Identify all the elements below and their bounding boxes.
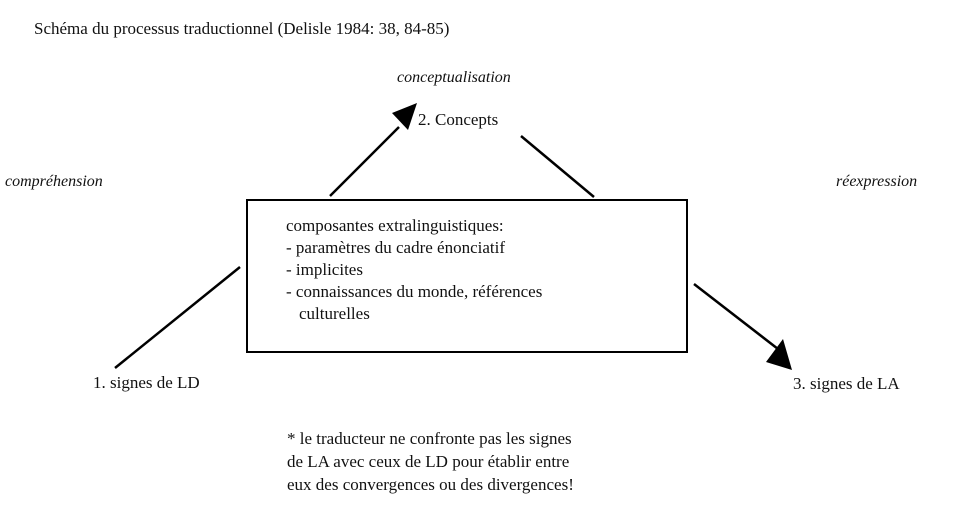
reexpression-arrow-shaft — [693, 283, 779, 350]
arrowhead-down-icon — [766, 339, 792, 370]
node-target-signs: 3. signes de LA — [793, 374, 900, 393]
phase-label-conceptualisation: conceptualisation — [397, 69, 511, 86]
conceptualisation-arrow-shaft — [329, 126, 400, 197]
footnote: * le traducteur ne confronte pas les sig… — [287, 427, 574, 496]
comprehension-line — [114, 266, 241, 369]
box-heading: composantes extralinguistiques: — [286, 216, 504, 235]
footnote-line: eux des convergences ou des divergences! — [287, 475, 574, 494]
phase-label-comprehension: compréhension — [5, 173, 103, 190]
footnote-line: * le traducteur ne confronte pas les sig… — [287, 429, 572, 448]
phase-label-reexpression: réexpression — [836, 173, 918, 190]
arrowhead-up-icon — [392, 103, 417, 130]
box-item: - paramètres du cadre énonciatif — [286, 238, 505, 257]
concepts-to-box-line — [520, 135, 595, 198]
box-item: - implicites — [286, 260, 363, 279]
box-item-continuation: culturelles — [299, 304, 370, 323]
box-item: - connaissances du monde, références — [286, 282, 543, 301]
extralinguistic-components-box: composantes extralinguistiques: - paramè… — [246, 199, 688, 353]
diagram-title: Schéma du processus traductionnel (Delis… — [34, 19, 450, 38]
node-source-signs: 1. signes de LD — [93, 373, 200, 392]
footnote-line: de LA avec ceux de LD pour établir entre — [287, 452, 570, 471]
node-concepts: 2. Concepts — [418, 110, 499, 129]
